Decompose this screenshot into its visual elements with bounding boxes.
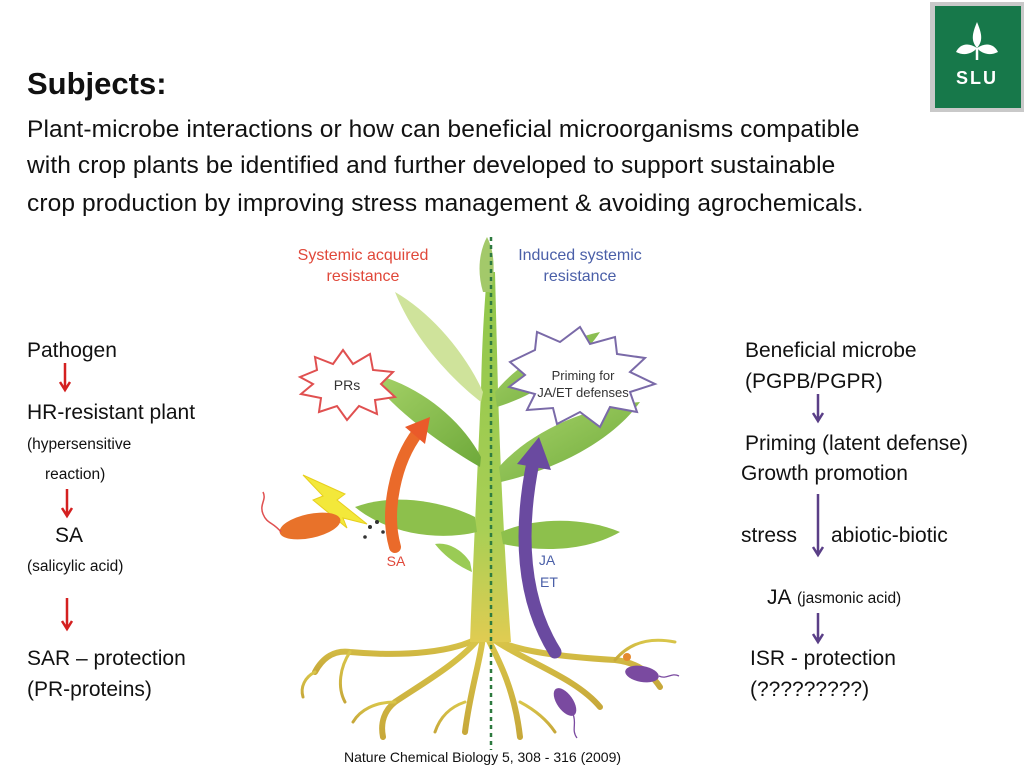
- right-arrow-2-icon: [811, 494, 825, 558]
- left-arrow-3-icon: [60, 598, 74, 632]
- ja-et-arrowhead: [517, 437, 551, 470]
- sa-arrow: [385, 426, 424, 553]
- sar-title-2: resistance: [327, 268, 400, 285]
- sa-diagram-label: SA: [387, 553, 406, 569]
- isr-title-1: Induced systemic: [518, 247, 642, 264]
- sa-label: SA: [55, 524, 84, 547]
- slu-logo: SLU: [930, 2, 1024, 112]
- lightning-icon: [302, 474, 368, 529]
- plant-defense-diagram: Systemic acquired resistance Induced sys…: [261, 237, 680, 750]
- pgpb-label: (PGPB/PGPR): [745, 370, 883, 393]
- prs-burst: [297, 348, 398, 422]
- beneficial-microbe-label: Beneficial microbe: [745, 339, 917, 362]
- sar-title-1: Systemic acquired: [298, 247, 429, 264]
- ja-label: JA: [767, 586, 792, 609]
- right-arrow-3-icon: [811, 613, 825, 645]
- beneficial-microbe-2-icon: [625, 665, 659, 683]
- right-arrow-1-icon: [811, 394, 825, 424]
- intro-line-3: crop production by improving stress mana…: [27, 190, 864, 217]
- stress-label: stress: [741, 524, 798, 547]
- microbe-dot-1: [623, 653, 631, 661]
- sa-note: (salicylic acid): [27, 558, 124, 575]
- slide-title: Subjects:: [27, 66, 167, 101]
- et-diagram-label: ET: [540, 574, 558, 590]
- intro-line-2: with crop plants be identified and furth…: [27, 152, 836, 179]
- left-arrow-2-icon: [60, 489, 74, 519]
- roots: [300, 634, 677, 740]
- beneficial-microbe-1-icon: [553, 688, 577, 716]
- pr-proteins-label: (PR-proteins): [27, 678, 152, 701]
- small-left-leaf: [435, 543, 472, 572]
- priming-label: Priming (latent defense): [745, 432, 968, 455]
- hr-plant-label: HR-resistant plant: [27, 401, 196, 424]
- citation: Nature Chemical Biology 5, 308 - 316 (20…: [344, 749, 622, 765]
- prs-label: PRs: [334, 377, 360, 393]
- logo-text: SLU: [956, 68, 998, 88]
- priming-label-1: Priming for: [552, 368, 616, 383]
- ja-diagram-label: JA: [539, 552, 556, 568]
- isr-unknown-label: (?????????): [750, 678, 870, 701]
- ja-et-arrow: [518, 455, 562, 659]
- priming-burst: [506, 325, 658, 429]
- ja-note: (jasmonic acid): [797, 590, 902, 607]
- hr-note-2: reaction): [45, 466, 106, 483]
- left-arrow-1-icon: [58, 363, 72, 393]
- hr-note-1: (hypersensitive: [27, 436, 132, 453]
- sa-arrowhead: [405, 417, 430, 444]
- pathogen-flagellum: [261, 491, 282, 533]
- priming-label-2: JA/ET defenses: [537, 385, 629, 400]
- isr-protection-label: ISR - protection: [750, 647, 896, 670]
- low-left-leaf: [355, 499, 477, 536]
- pathogen-label: Pathogen: [27, 339, 117, 362]
- sar-protection-label: SAR – protection: [27, 647, 186, 670]
- abiotic-biotic-label: abiotic-biotic: [831, 524, 948, 547]
- pathogen-bacterium-icon: [279, 512, 341, 540]
- isr-title-2: resistance: [544, 268, 617, 285]
- top-left-leaf: [395, 292, 483, 402]
- intro-line-1: Plant-microbe interactions or how can be…: [27, 116, 860, 143]
- growth-promotion-label: Growth promotion: [741, 462, 908, 485]
